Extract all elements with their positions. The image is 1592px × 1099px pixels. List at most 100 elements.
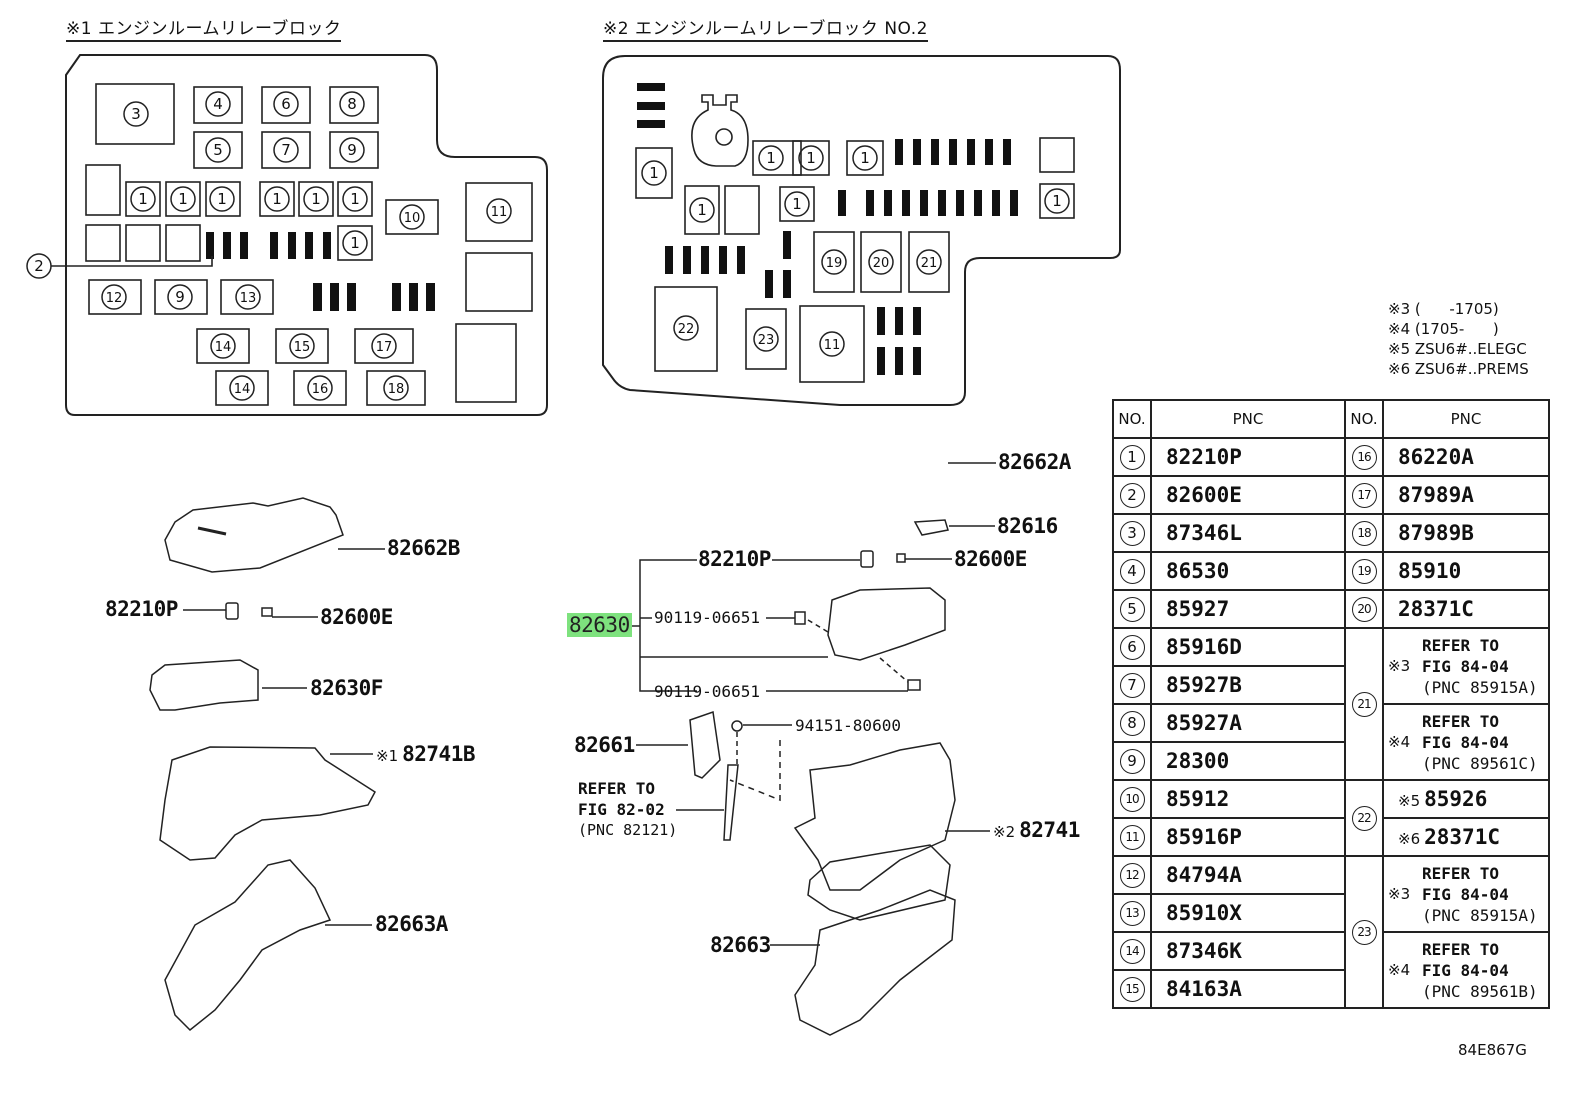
slot-label: 1 xyxy=(806,149,816,167)
part-label-82663A[interactable]: 82663A xyxy=(375,912,448,936)
slot-label: 1 xyxy=(178,190,188,208)
part-label-82600E-center[interactable]: 82600E xyxy=(954,547,1027,571)
no-badge: 12 xyxy=(1119,862,1145,888)
pnc-cell[interactable]: 87346K xyxy=(1150,931,1346,971)
refer-line-1: REFER TO xyxy=(578,779,656,798)
note-3: ※3 ( -1705) xyxy=(1388,300,1499,318)
pnc-cell[interactable]: 85910 xyxy=(1382,551,1550,591)
block1-fuses xyxy=(206,232,435,311)
table-row: 2 82600E 17 87989A xyxy=(1112,475,1550,515)
pnc-cell[interactable]: 85927 xyxy=(1150,589,1346,629)
refer-to-fig-82-02[interactable]: REFER TO FIG 82-02 (PNC 82121) xyxy=(578,778,677,841)
no-badge: 7 xyxy=(1119,672,1145,698)
slot-label: 1 xyxy=(766,149,776,167)
pnc-cell[interactable]: 82600E xyxy=(1150,475,1346,515)
ref-line: REFER TO xyxy=(1422,863,1500,883)
part-label-82662B[interactable]: 82662B xyxy=(387,536,460,560)
variant-mark: ※5 xyxy=(1398,792,1421,810)
part-label-82600E-left[interactable]: 82600E xyxy=(320,605,393,629)
part-label-82210P-left[interactable]: 82210P xyxy=(105,597,178,621)
variant-mark: ※6 xyxy=(1398,830,1421,848)
pnc-cell[interactable]: 85927B xyxy=(1150,665,1346,705)
slot-label: 1 xyxy=(1052,192,1062,210)
clip-82600E-left xyxy=(261,607,273,617)
callout-leader xyxy=(51,256,213,267)
part-label-82663[interactable]: 82663 xyxy=(710,933,771,957)
part-label-82630F[interactable]: 82630F xyxy=(310,676,383,700)
slot-label: 19 xyxy=(826,256,843,271)
pnc-cell[interactable]: 85910X xyxy=(1150,893,1346,933)
no-badge: 11 xyxy=(1119,824,1145,850)
pnc-cell[interactable]: 85912 xyxy=(1150,779,1346,819)
table-header-row: NO. PNC NO. PNC xyxy=(1112,399,1550,439)
pnc-cell[interactable]: 85916P xyxy=(1150,817,1346,857)
table-row: 15 84163A xyxy=(1112,969,1549,1009)
part-label-nut[interactable]: 94151-80600 xyxy=(795,716,901,735)
part-label-bolt-upper[interactable]: 90119-06651 xyxy=(654,608,760,627)
part-label-82616[interactable]: 82616 xyxy=(997,514,1058,538)
pnc-cell[interactable]: 84163A xyxy=(1150,969,1346,1009)
slot-label: 14 xyxy=(234,382,251,397)
pnc-cell[interactable]: 86220A xyxy=(1382,437,1550,477)
note-5: ※5 ZSU6#..ELEGC xyxy=(1388,340,1527,358)
pnc-cell[interactable]: 87989B xyxy=(1382,513,1550,553)
slot-label: 17 xyxy=(376,340,393,355)
no-badge: 18 xyxy=(1351,520,1377,546)
header-pnc-2: PNC xyxy=(1382,399,1550,439)
pnc-cell[interactable]: 82210P xyxy=(1150,437,1346,477)
slot-label: 11 xyxy=(824,338,841,353)
pnc-cell[interactable]: 87346L xyxy=(1150,513,1346,553)
header-pnc: PNC xyxy=(1150,399,1346,439)
variant-mark: ※4 xyxy=(1388,960,1411,979)
pnc-cell[interactable]: 86530 xyxy=(1150,551,1346,591)
no-badge: 8 xyxy=(1119,710,1145,736)
slot-label: 16 xyxy=(312,382,329,397)
slot-label: 4 xyxy=(213,95,223,113)
wire-ground xyxy=(723,764,739,841)
callout-label: 2 xyxy=(34,257,44,275)
part-label-82741: 82741 xyxy=(1019,818,1080,842)
no-badge: 20 xyxy=(1351,596,1377,622)
no-badge: 17 xyxy=(1351,482,1377,508)
table-row: 13 85910X xyxy=(1112,893,1549,933)
leader-lines xyxy=(183,462,996,946)
table-row: 3 87346L 18 87989B xyxy=(1112,513,1550,553)
no-badge: 2 xyxy=(1119,482,1145,508)
pnc-cell[interactable]: 28371C xyxy=(1382,589,1550,629)
part-label-82661[interactable]: 82661 xyxy=(574,733,635,757)
pnc-cell[interactable]: 85927A xyxy=(1150,703,1346,743)
block1-title: ※1 エンジンルームリレーブロック xyxy=(66,14,342,42)
pnc-cell[interactable]: 85916D xyxy=(1150,627,1346,667)
note-4: ※4 (1705- ) xyxy=(1388,320,1499,338)
slot-label: 1 xyxy=(649,164,659,182)
part-label-82630-highlighted[interactable]: 82630 xyxy=(567,613,632,637)
slot-label: 23 xyxy=(758,333,775,348)
no-badge: 10 xyxy=(1119,786,1145,812)
pnc-cell[interactable]: 87989A xyxy=(1382,475,1550,515)
no-badge: 23 xyxy=(1351,919,1377,945)
variant-mark: ※3 xyxy=(1388,884,1411,903)
slot-label: 3 xyxy=(131,105,141,123)
pnc-cell[interactable]: 84794A xyxy=(1150,855,1346,895)
bracket-82663A xyxy=(164,859,332,1032)
slot-label: 1 xyxy=(138,190,148,208)
part-label-bolt-lower[interactable]: 90119-06651 xyxy=(654,682,760,701)
slot-label: 11 xyxy=(491,205,508,220)
part-label-82662A[interactable]: 82662A xyxy=(998,450,1071,474)
pnc-cell[interactable]: 28300 xyxy=(1150,741,1346,781)
cover-82662A xyxy=(807,844,951,921)
ref-line: (PNC 89561C) xyxy=(1422,753,1538,773)
slot-label: 9 xyxy=(347,141,357,159)
slot-label: 10 xyxy=(404,211,421,226)
part-label-82210P-center[interactable]: 82210P xyxy=(698,547,771,571)
